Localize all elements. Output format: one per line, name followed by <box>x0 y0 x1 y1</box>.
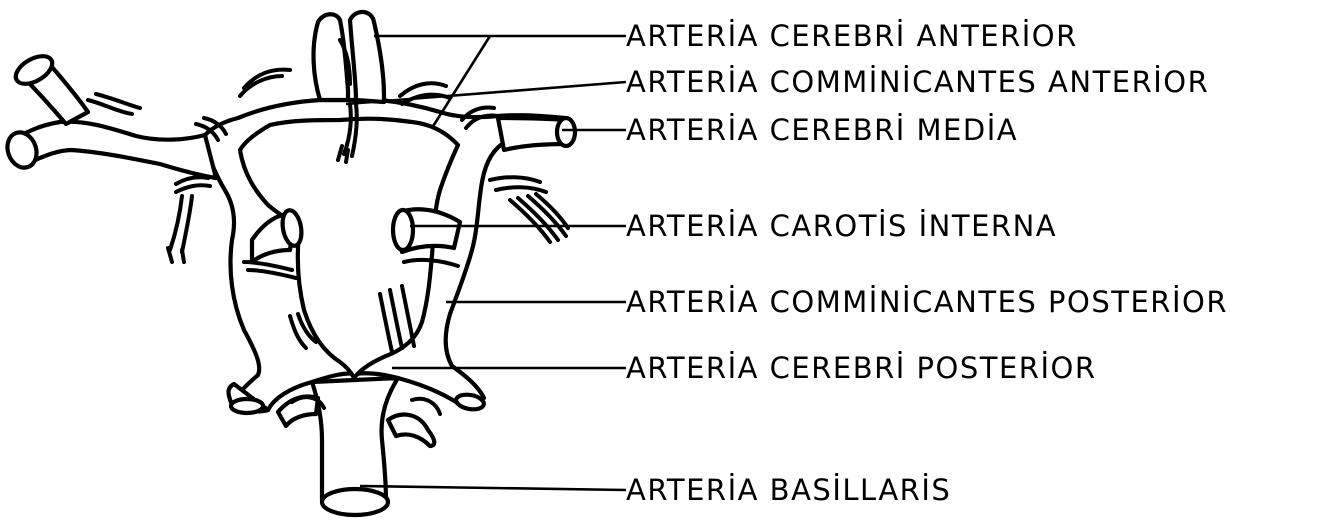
middle-cerebral-right <box>498 118 565 150</box>
label-arteria-comminicantes-anterior: ARTERİA COMMİNİCANTES ANTERİOR <box>626 65 1209 99</box>
label-arteria-basillaris: ARTERİA BASİLLARİS <box>626 473 951 507</box>
label-arteria-cerebri-anterior: ARTERİA CEREBRİ ANTERİOR <box>626 19 1078 53</box>
basilar-opening <box>322 489 388 515</box>
middle-cerebral-left <box>16 122 216 178</box>
superior-cerebellar-right <box>388 415 434 446</box>
label-arteria-comminicantes-posterior: ARTERİA COMMİNİCANTES POSTERİOR <box>626 285 1228 319</box>
leader-comminicantes-anterior <box>346 82 626 104</box>
label-arteria-cerebri-posterior: ARTERİA CEREBRİ POSTERİOR <box>626 351 1096 385</box>
carotid-right-opening <box>393 210 413 250</box>
basilar-artery <box>312 378 398 500</box>
label-arteria-carotis-interna: ARTERİA CAROTİS İNTERNA <box>626 209 1057 243</box>
anterior-cerebral-left <box>314 14 348 100</box>
leader-basillaris <box>360 486 626 490</box>
anterior-cerebral-right <box>350 12 384 102</box>
label-arteria-cerebri-media: ARTERİA CEREBRİ MEDİA <box>626 113 1018 147</box>
right-middle-stump <box>557 118 575 146</box>
posterior-left-stump <box>231 399 263 413</box>
leader-cerebri-anterior-diag <box>432 36 490 128</box>
